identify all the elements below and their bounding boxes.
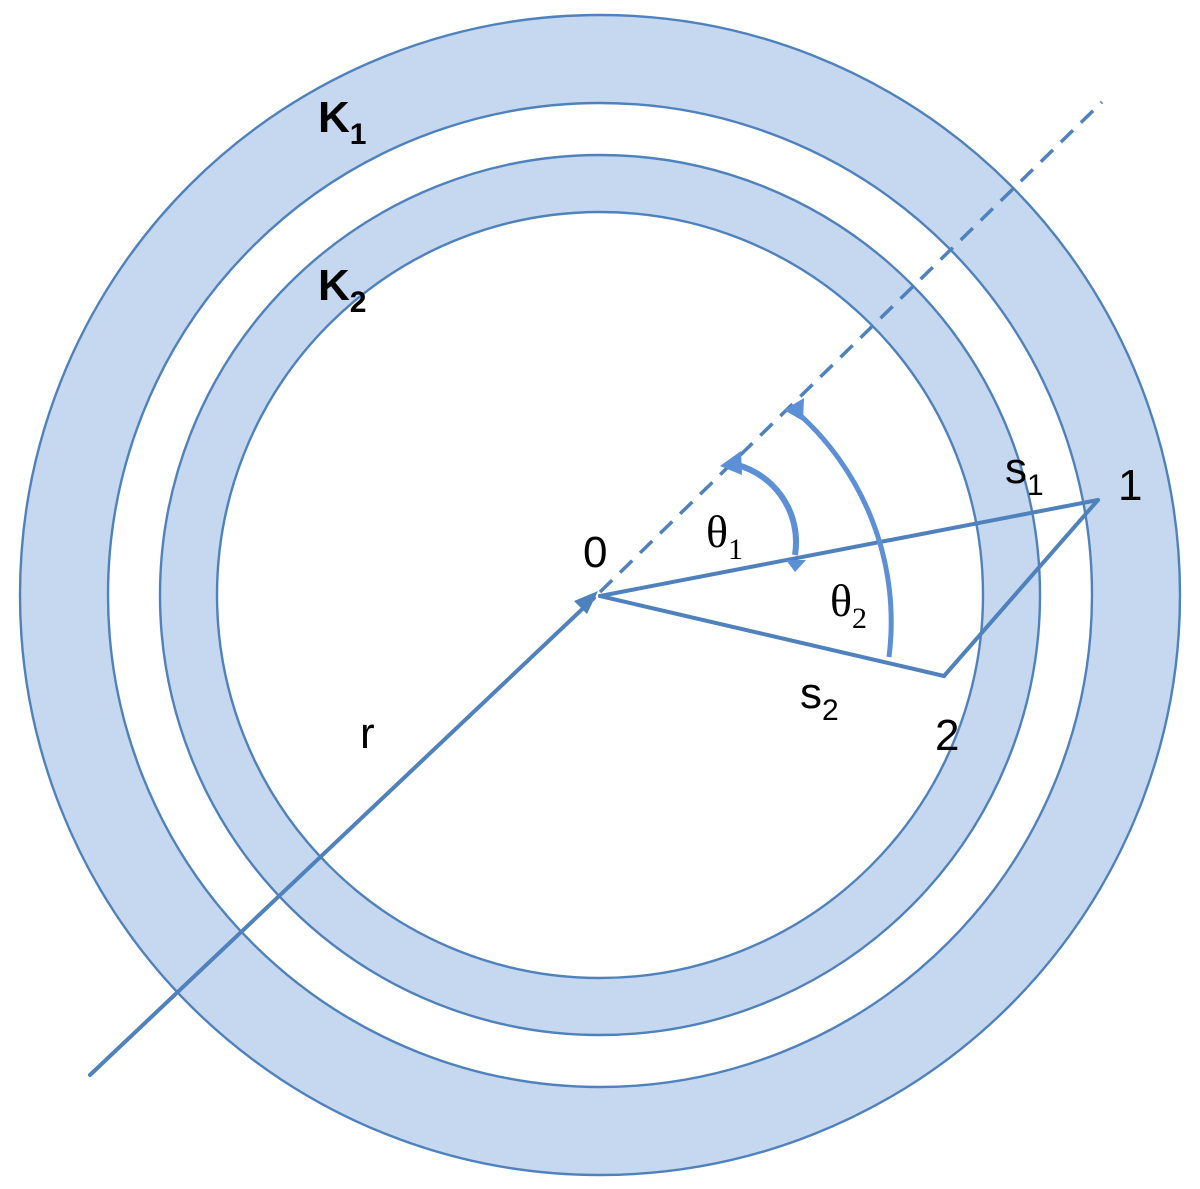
label-origin-0: 0 [583,528,607,577]
reference-direction-dashed-line [598,100,1104,594]
theta2-angle-arc [790,406,894,658]
segment-1-to-2 [942,498,1100,678]
label-s2: s2 [800,669,839,727]
label-k2: K2 [318,261,366,319]
radius-vector-arrowhead [574,591,598,614]
theta1-angle-arc [727,460,800,556]
radius-vector-r [88,596,596,1077]
label-theta1: θ1 [706,506,743,566]
s2-vector [598,594,946,678]
theta1-arc-arrowhead [720,451,742,475]
label-theta2: θ2 [830,575,867,635]
label-point-2: 2 [935,711,959,760]
theta1-arc-end-arrowhead [786,560,806,572]
theta2-arc-arrowhead [784,398,804,421]
label-point-1: 1 [1118,461,1142,510]
label-s1: s1 [1005,444,1044,502]
label-k1: K1 [318,93,366,151]
label-r: r [360,709,375,758]
s1-vector [598,498,1100,598]
